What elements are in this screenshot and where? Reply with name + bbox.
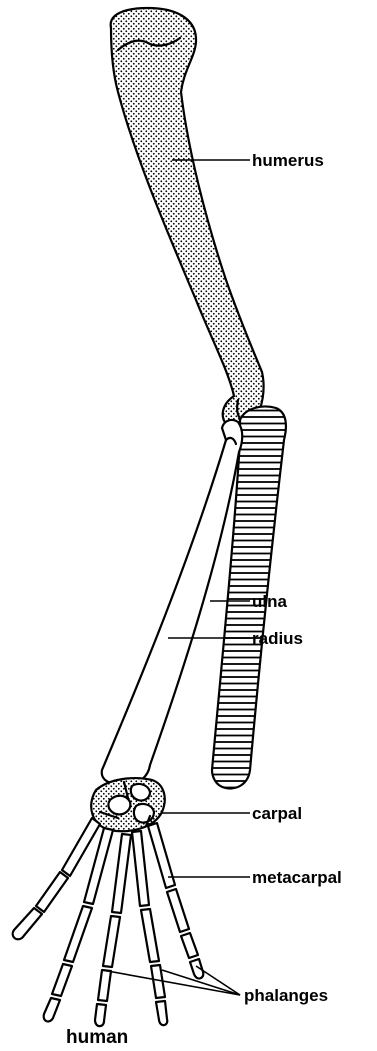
ulna-label: ulna: [252, 592, 287, 611]
hand-bones: [13, 818, 204, 1026]
humerus-label: humerus: [252, 151, 324, 170]
diagram-caption: human: [66, 1027, 128, 1048]
carpal-label: carpal: [252, 804, 302, 823]
phalanges-label: phalanges: [244, 986, 328, 1005]
radius-label: radius: [252, 629, 303, 648]
phalanges-leader-a: [102, 970, 240, 995]
humerus-bone: [111, 8, 264, 430]
metacarpal-label: metacarpal: [252, 868, 342, 887]
